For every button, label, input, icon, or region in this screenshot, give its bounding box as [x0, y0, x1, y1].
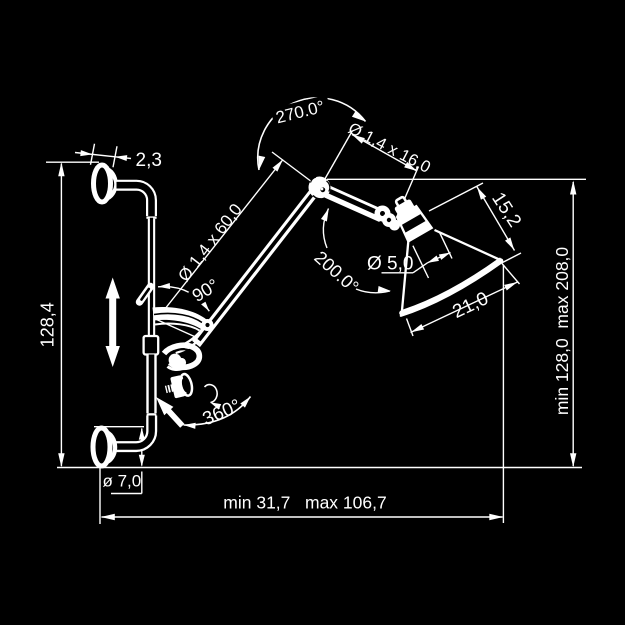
svg-text:Ø 5,0: Ø 5,0	[367, 254, 413, 275]
svg-text:min 31,7 max 106,7: min 31,7 max 106,7	[223, 493, 386, 513]
svg-text:min 128,0 max 208,0: min 128,0 max 208,0	[552, 247, 572, 416]
svg-text:128,4: 128,4	[38, 302, 58, 347]
svg-text:ø 7,0: ø 7,0	[103, 472, 142, 491]
svg-text:2,3: 2,3	[136, 150, 162, 171]
